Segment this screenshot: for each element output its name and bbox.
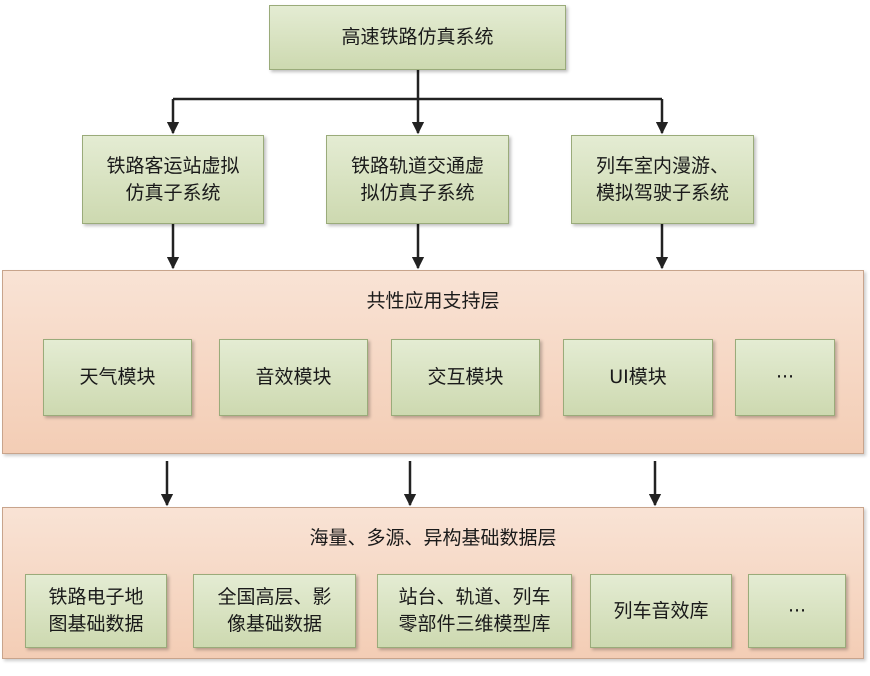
data-item-railway-map: 铁路电子地 图基础数据: [25, 574, 167, 648]
data-item-3d-model-library: 站台、轨道、列车 零部件三维模型库: [377, 574, 572, 648]
data-item-label: 全国高层、影 像基础数据: [217, 586, 332, 635]
module-ui: UI模块: [563, 339, 713, 416]
data-item-label: 铁路电子地 图基础数据: [48, 586, 144, 635]
data-item-label: 站台、轨道、列车 零部件三维模型库: [398, 586, 551, 635]
module-label: 音效模块: [255, 366, 332, 388]
subsystem-label: 铁路轨道交通虚 拟仿真子系统: [350, 154, 484, 204]
root-node-label: 高速铁路仿真系统: [341, 26, 494, 48]
data-item-elevation-imagery: 全国高层、影 像基础数据: [193, 574, 356, 648]
data-item-more: ···: [748, 574, 846, 648]
support-layer-title: 共性应用支持层: [366, 290, 500, 312]
data-item-label: 列车音效库: [613, 599, 709, 622]
module-label: ···: [775, 366, 795, 388]
root-node: 高速铁路仿真系统: [269, 5, 566, 70]
data-layer-title: 海量、多源、异构基础数据层: [309, 527, 557, 549]
subsystem-label: 铁路客运站虚拟 仿真子系统: [106, 154, 240, 204]
subsystem-node-rail-transit: 铁路轨道交通虚 拟仿真子系统: [326, 135, 509, 224]
module-sound: 音效模块: [219, 339, 368, 416]
module-label: UI模块: [609, 366, 667, 388]
module-weather: 天气模块: [43, 339, 192, 416]
module-more: ···: [735, 339, 835, 416]
subsystem-node-train-interior: 列车室内漫游、 模拟驾驶子系统: [571, 135, 754, 224]
data-item-sound-library: 列车音效库: [590, 574, 732, 648]
module-label: 交互模块: [427, 366, 504, 388]
data-item-label: ···: [787, 599, 807, 622]
subsystem-label: 列车室内漫游、 模拟驾驶子系统: [595, 154, 729, 204]
module-label: 天气模块: [79, 366, 156, 388]
subsystem-node-passenger-station: 铁路客运站虚拟 仿真子系统: [82, 135, 264, 224]
module-interaction: 交互模块: [391, 339, 540, 416]
